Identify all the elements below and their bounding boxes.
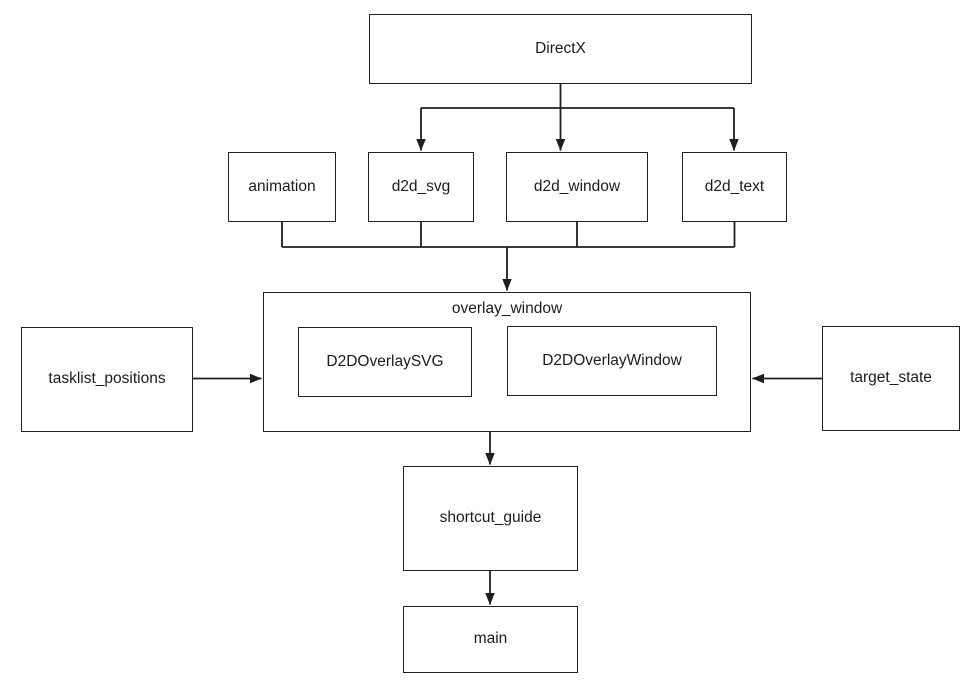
node-directx: DirectX xyxy=(369,14,752,84)
node-d2d-window: d2d_window xyxy=(506,152,648,222)
node-main: main xyxy=(403,606,578,673)
node-d2d-svg: d2d_svg xyxy=(368,152,474,222)
node-target-state: target_state xyxy=(822,326,960,431)
node-animation: animation xyxy=(228,152,336,222)
node-d2d-overlay-window: D2DOverlayWindow xyxy=(507,326,717,396)
node-shortcut-guide: shortcut_guide xyxy=(403,466,578,571)
node-d2d-overlay-svg: D2DOverlaySVG xyxy=(298,327,472,397)
node-overlay-window-label: overlay_window xyxy=(451,300,563,317)
node-d2d-text: d2d_text xyxy=(682,152,787,222)
edge-merge-bus xyxy=(281,222,736,248)
node-tasklist-positions: tasklist_positions xyxy=(21,327,193,432)
edge-directx-trunk xyxy=(421,84,734,109)
